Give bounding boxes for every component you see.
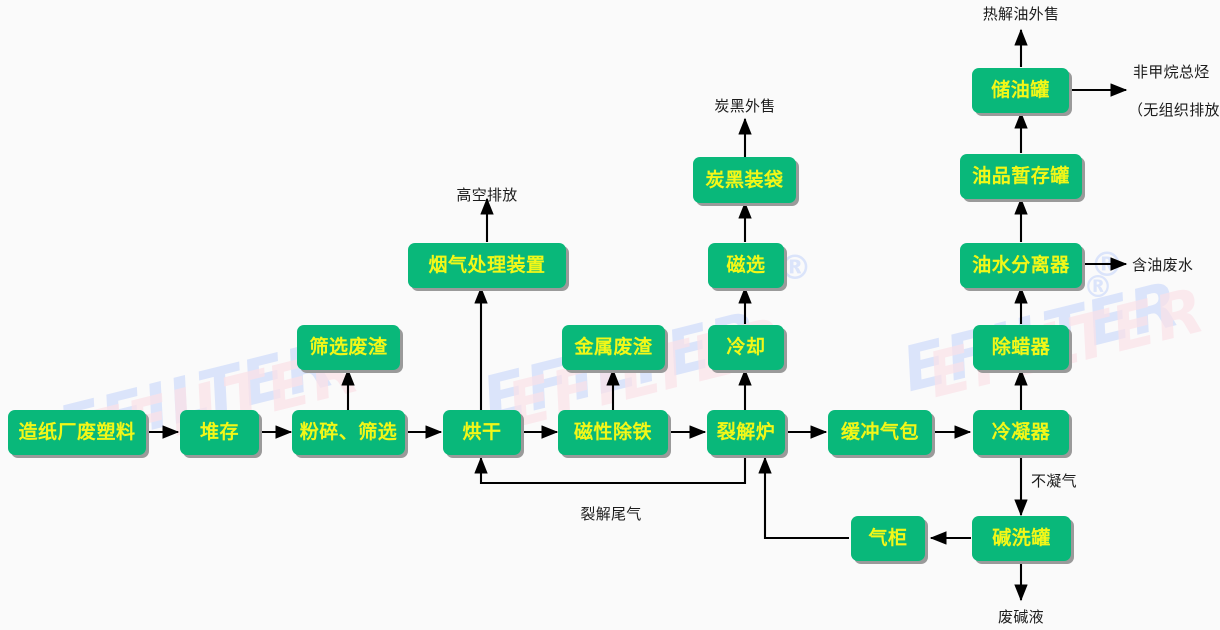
node-oil-water-separator[interactable]: 油水分离器 <box>960 243 1082 288</box>
node-oil-temp-tank[interactable]: 油品暂存罐 <box>960 154 1082 199</box>
node-raw-material[interactable]: 造纸厂废塑料 <box>8 410 146 455</box>
edge-gasholder-to-furnace <box>758 456 849 540</box>
node-buffer-gas-bag[interactable]: 缓冲气包 <box>828 410 932 455</box>
label-pyrolysis-tail-gas: 裂解尾气 <box>580 505 642 523</box>
node-magnetic-sorting[interactable]: 磁选 <box>708 243 784 288</box>
label-waste-alkali-liquid: 废碱液 <box>998 608 1044 626</box>
label-pyrolysis-oil-sale: 热解油外售 <box>982 5 1060 23</box>
edge-furnace-tailgas-to-drying <box>474 455 747 485</box>
label-carbon-black-sale: 炭黑外售 <box>714 97 776 115</box>
label-nmhc-line1: 非甲烷总烃 <box>1133 63 1210 81</box>
node-alkali-wash-tank[interactable]: 碱洗罐 <box>972 516 1071 561</box>
node-carbon-bagging[interactable]: 炭黑装袋 <box>693 157 796 203</box>
node-screen-residue[interactable]: 筛选废渣 <box>297 325 400 370</box>
node-magnetic-removal[interactable]: 磁性除铁 <box>558 410 668 455</box>
label-oily-wastewater: 含油废水 <box>1132 256 1194 274</box>
label-non-condensable-gas: 不凝气 <box>1031 472 1077 490</box>
node-metal-residue[interactable]: 金属废渣 <box>562 325 665 370</box>
node-gas-holder[interactable]: 气柜 <box>851 516 925 561</box>
node-condenser[interactable]: 冷凝器 <box>973 410 1069 455</box>
node-oil-storage-tank[interactable]: 储油罐 <box>972 68 1069 113</box>
node-pyrolysis-furnace[interactable]: 裂解炉 <box>707 410 785 455</box>
label-nmhc-line2: （无组织排放） <box>1128 101 1220 119</box>
node-cooling[interactable]: 冷却 <box>708 325 784 370</box>
label-high-altitude-emission: 高空排放 <box>456 186 518 204</box>
node-crush-screen[interactable]: 粉碎、筛选 <box>292 410 405 455</box>
node-storage[interactable]: 堆存 <box>180 410 259 455</box>
node-drying[interactable]: 烘干 <box>443 410 521 455</box>
node-flue-gas-unit[interactable]: 烟气处理装置 <box>408 243 566 288</box>
node-dewaxer[interactable]: 除蜡器 <box>973 325 1069 370</box>
